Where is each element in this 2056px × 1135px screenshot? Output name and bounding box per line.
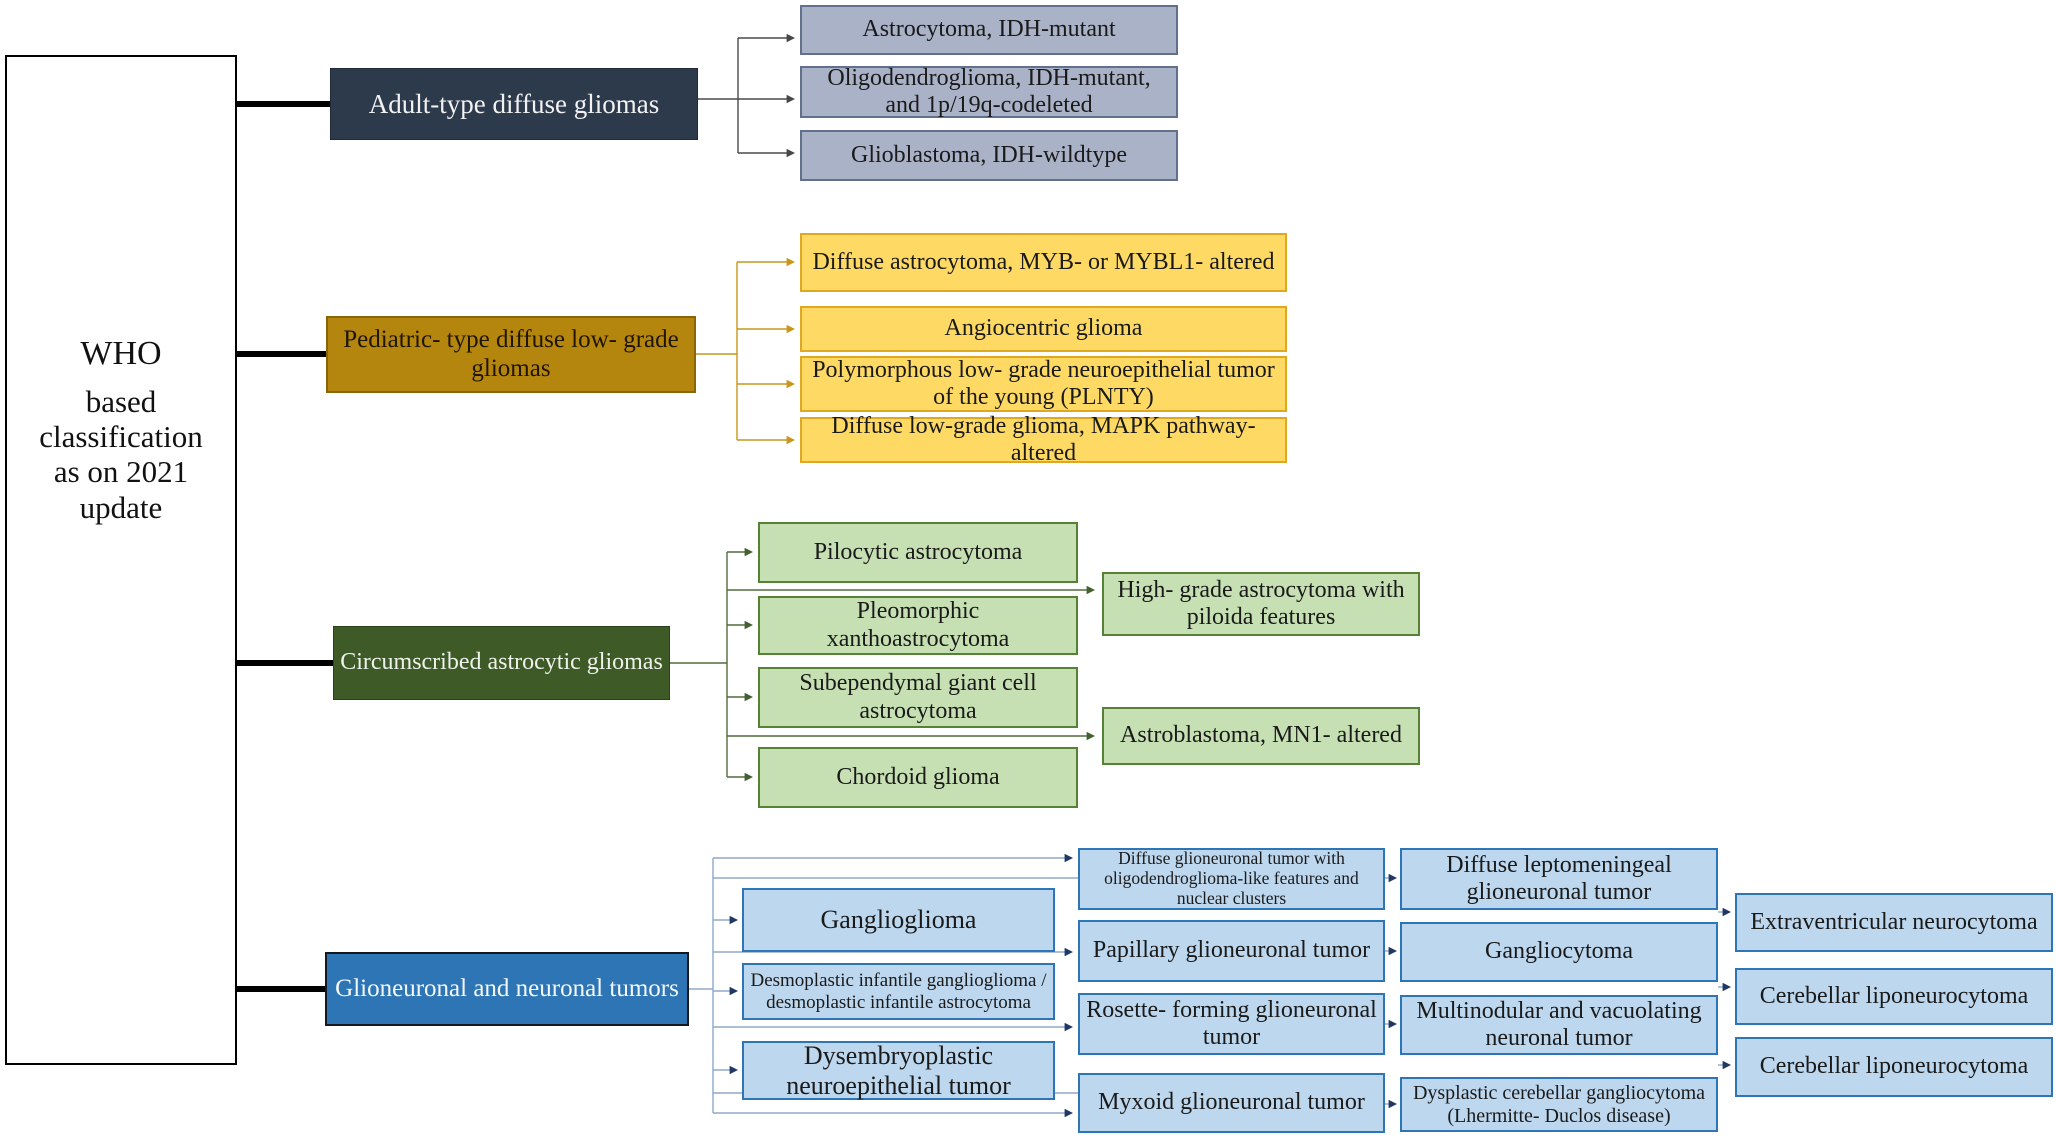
parent-node-pediatric-type-diffuse-low-grade-gliomas: Pediatric- type diffuse low- grade gliom… bbox=[326, 316, 696, 393]
parent-node-glioneuronal-and-neuronal-tumors: Glioneuronal and neuronal tumors bbox=[325, 952, 689, 1026]
child-node-diffuse-glioneuronal-oligodendroglioma-like: Diffuse glioneuronal tumor with oligoden… bbox=[1078, 848, 1385, 910]
child-node-ganglioglioma: Ganglioglioma bbox=[742, 888, 1055, 952]
parent-node-circumscribed-astrocytic-gliomas: Circumscribed astrocytic gliomas bbox=[333, 626, 670, 700]
root-node: WHO based classification as on 2021 upda… bbox=[5, 55, 237, 1065]
child-node-pilocytic-astrocytoma: Pilocytic astrocytoma bbox=[758, 522, 1078, 583]
child-node-astrocytoma-idh-mutant: Astrocytoma, IDH-mutant bbox=[800, 5, 1178, 55]
child-node-plnty: Polymorphous low- grade neuroepithelial … bbox=[800, 356, 1287, 412]
child-node-diffuse-low-grade-glioma-mapk: Diffuse low-grade glioma, MAPK pathway- … bbox=[800, 413, 1287, 466]
child-node-desmoplastic-infantile: Desmoplastic infantile ganglioglioma / d… bbox=[742, 963, 1055, 1020]
child-node-gangliocytoma: Gangliocytoma bbox=[1400, 922, 1718, 982]
root-title: WHO based classification as on 2021 upda… bbox=[7, 335, 235, 525]
root-title-line: classification bbox=[39, 419, 203, 455]
child-node-diffuse-astrocytoma-myb: Diffuse astrocytoma, MYB- or MYBL1- alte… bbox=[800, 233, 1287, 292]
child-node-glioblastoma-idh-wildtype: Glioblastoma, IDH-wildtype bbox=[800, 130, 1178, 181]
child-node-myxoid-glioneuronal-tumor: Myxoid glioneuronal tumor bbox=[1078, 1073, 1385, 1133]
child-node-chordoid-glioma: Chordoid glioma bbox=[758, 747, 1078, 808]
child-node-angiocentric-glioma: Angiocentric glioma bbox=[800, 306, 1287, 352]
root-title-line: based bbox=[85, 383, 157, 419]
child-node-oligodendroglioma: Oligodendroglioma, IDH-mutant, and 1p/19… bbox=[800, 65, 1178, 118]
parent-node-adult-type-diffuse-gliomas: Adult-type diffuse gliomas bbox=[330, 68, 698, 140]
child-node-cerebellar-liponeurocytoma-1: Cerebellar liponeurocytoma bbox=[1735, 968, 2053, 1025]
root-title-line: as on 2021 bbox=[53, 454, 189, 490]
child-node-diffuse-leptomeningeal-glioneuronal-tumor: Diffuse leptomeningeal glioneuronal tumo… bbox=[1400, 848, 1718, 910]
child-node-subependymal-giant-cell-astrocytoma: Subependymal giant cell astrocytoma bbox=[758, 667, 1078, 728]
child-node-cerebellar-liponeurocytoma-2: Cerebellar liponeurocytoma bbox=[1735, 1037, 2053, 1097]
child-node-papillary-glioneuronal-tumor: Papillary glioneuronal tumor bbox=[1078, 920, 1385, 982]
root-title-line: update bbox=[79, 489, 163, 525]
child-node-astroblastoma-mn1: Astroblastoma, MN1- altered bbox=[1102, 707, 1420, 765]
child-node-multinodular-vacuolating-neuronal-tumor: Multinodular and vacuolating neuronal tu… bbox=[1400, 995, 1718, 1055]
child-node-high-grade-astrocytoma-piloida: High- grade astrocytoma with piloida fea… bbox=[1102, 572, 1420, 636]
child-node-extraventricular-neurocytoma: Extraventricular neurocytoma bbox=[1735, 893, 2053, 952]
child-node-rosette-forming-glioneuronal-tumor: Rosette- forming glioneuronal tumor bbox=[1078, 993, 1385, 1055]
child-node-dysplastic-cerebellar-gangliocytoma: Dysplastic cerebellar gangliocytoma (Lhe… bbox=[1400, 1077, 1718, 1132]
child-node-pleomorphic-xanthoastrocytoma: Pleomorphic xanthoastrocytoma bbox=[758, 596, 1078, 655]
root-title-line: WHO bbox=[80, 335, 162, 372]
child-node-dysembryoplastic-neuroepithelial-tumor: Dysembryoplastic neuroepithelial tumor bbox=[742, 1041, 1055, 1100]
